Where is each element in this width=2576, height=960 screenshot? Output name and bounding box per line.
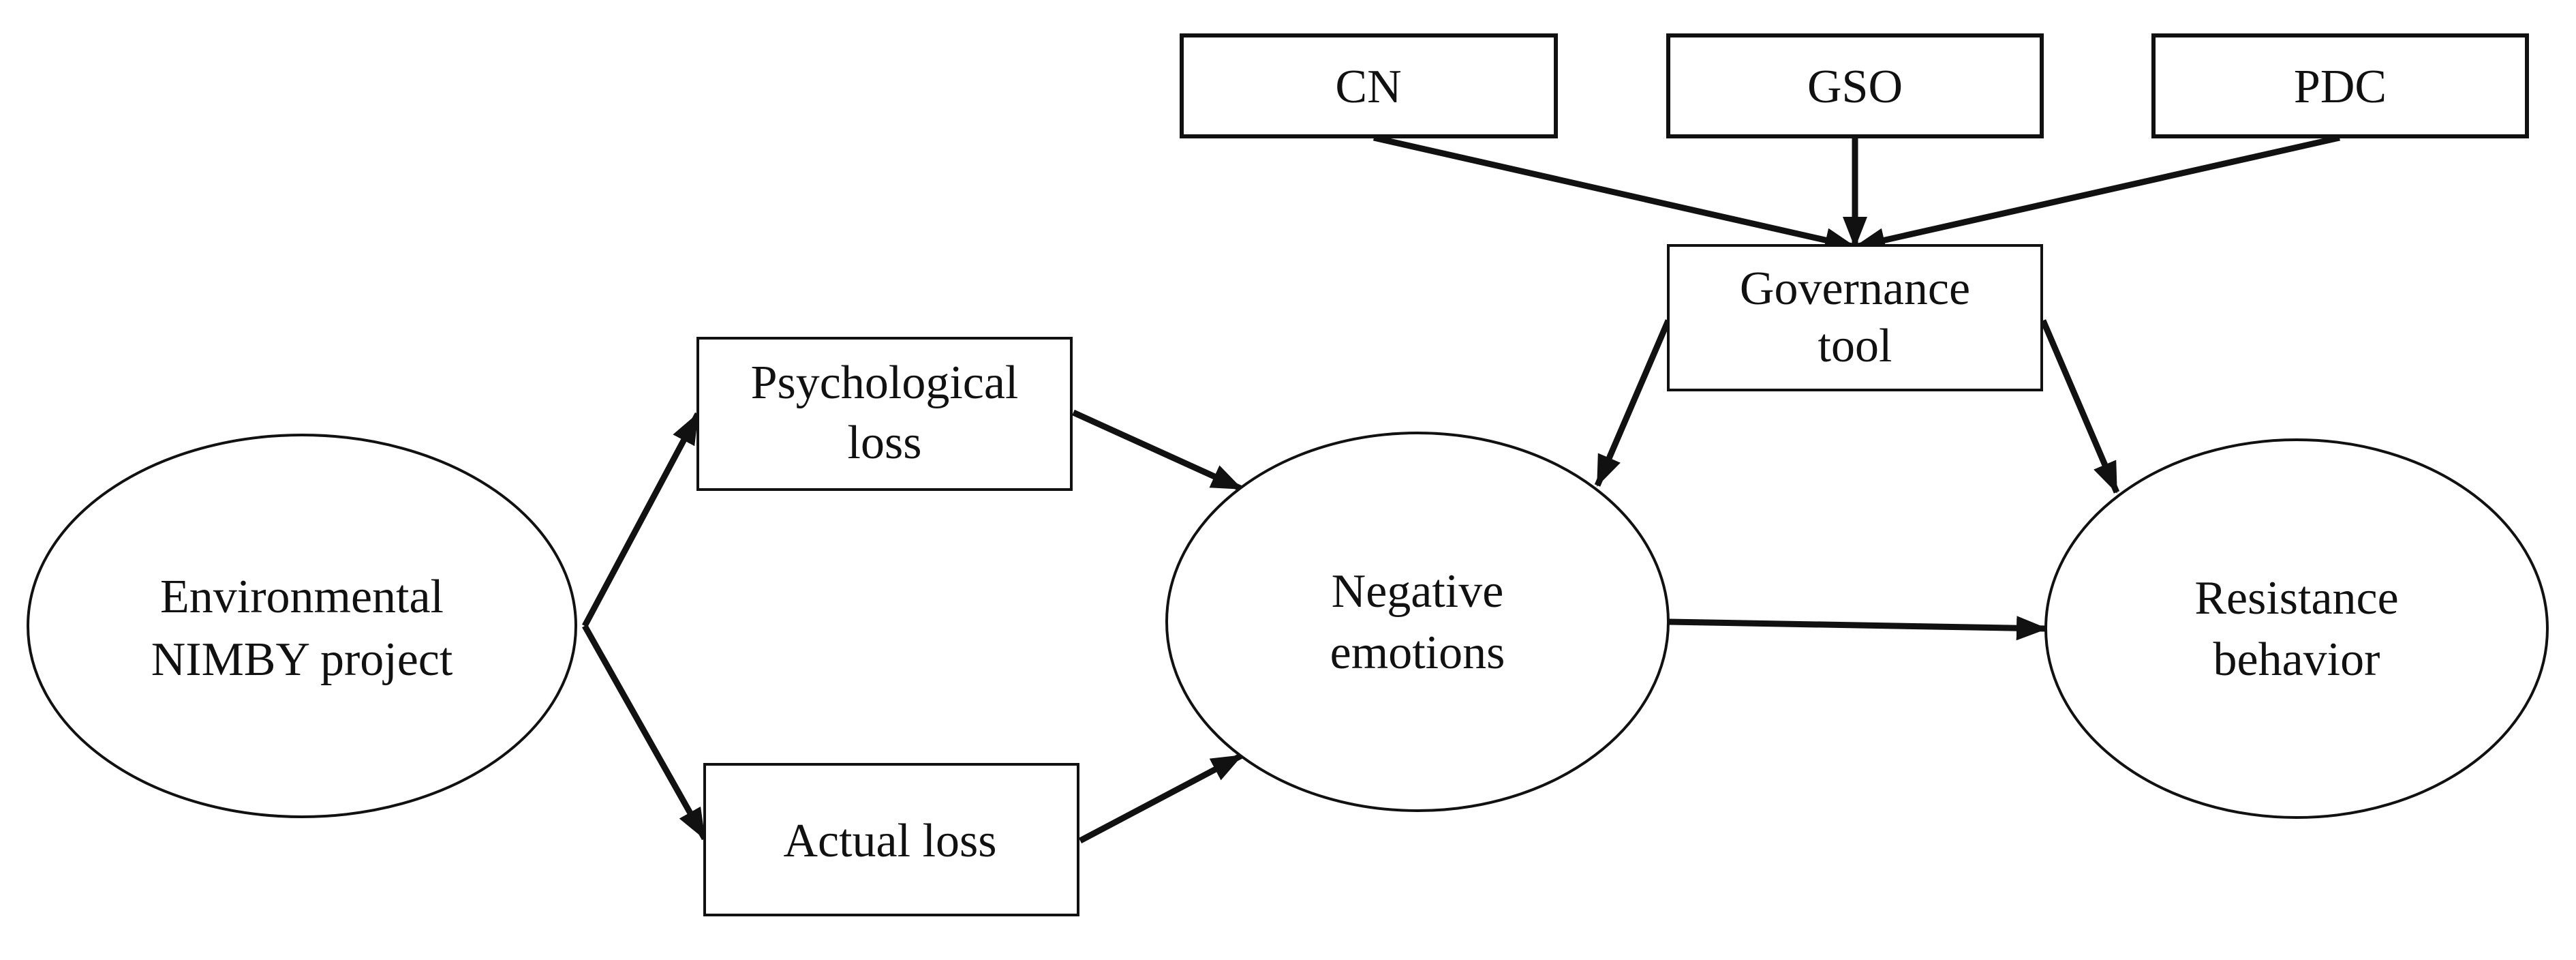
node-pdc-label: PDC — [2294, 61, 2387, 113]
node-cn-label: CN — [1335, 61, 1401, 113]
node-cn: CN — [1180, 33, 1558, 138]
node-resistance-behavior-ellipse — [2044, 438, 2549, 819]
node-resistance-behavior-line-2: behavior — [2213, 633, 2380, 686]
arrow-negative-emotions-to-resistance — [1668, 616, 2048, 641]
node-governance-tool-line-2: tool — [1818, 320, 1892, 372]
node-environmental-nimby-project-ellipse — [27, 434, 577, 818]
node-psychological-loss: Psychological loss — [696, 337, 1073, 491]
node-negative-emotions: Negative emotions — [1165, 432, 1670, 812]
arrow-governance-to-negative-emotions — [1594, 319, 1672, 487]
node-governance-tool-line-1: Governance — [1740, 262, 1970, 315]
node-pdc: PDC — [2151, 33, 2529, 138]
node-negative-emotions-line-2: emotions — [1330, 627, 1505, 679]
arrow-project-to-actual-loss — [582, 624, 707, 841]
node-environmental-nimby-project-line-2: NIMBY project — [151, 633, 453, 686]
node-gso: GSO — [1666, 33, 2044, 138]
node-negative-emotions-line-1: Negative — [1332, 565, 1504, 618]
arrow-project-to-psychological-loss — [582, 412, 701, 628]
node-pdc-box — [2151, 33, 2529, 138]
node-actual-loss-box — [703, 763, 1079, 916]
arrow-psychological-loss-to-negative-emotions — [1072, 409, 1243, 492]
arrow-pdc-to-governance — [1854, 134, 2340, 252]
arrow-actual-loss-to-negative-emotions — [1078, 753, 1244, 843]
node-psychological-loss-box — [696, 337, 1073, 491]
arrow-governance-to-resistance — [2040, 319, 2120, 494]
node-actual-loss: Actual loss — [703, 763, 1079, 916]
node-gso-label: GSO — [1807, 61, 1903, 113]
node-cn-box — [1180, 33, 1558, 138]
node-governance-tool-box — [1667, 244, 2043, 391]
node-resistance-behavior-line-1: Resistance — [2194, 572, 2398, 625]
node-environmental-nimby-project: Environmental NIMBY project — [27, 434, 577, 818]
node-gso-box — [1666, 33, 2044, 138]
node-environmental-nimby-project-line-1: Environmental — [160, 571, 444, 623]
node-resistance-behavior: Resistance behavior — [2044, 438, 2549, 819]
edges — [582, 134, 2340, 843]
node-psychological-loss-line-1: Psychological — [751, 357, 1019, 409]
node-negative-emotions-ellipse — [1165, 432, 1670, 812]
node-governance-tool: Governance tool — [1667, 244, 2043, 391]
node-actual-loss-label: Actual loss — [783, 815, 996, 867]
arrow-cn-to-governance — [1373, 134, 1856, 252]
node-psychological-loss-line-2: loss — [848, 417, 922, 469]
